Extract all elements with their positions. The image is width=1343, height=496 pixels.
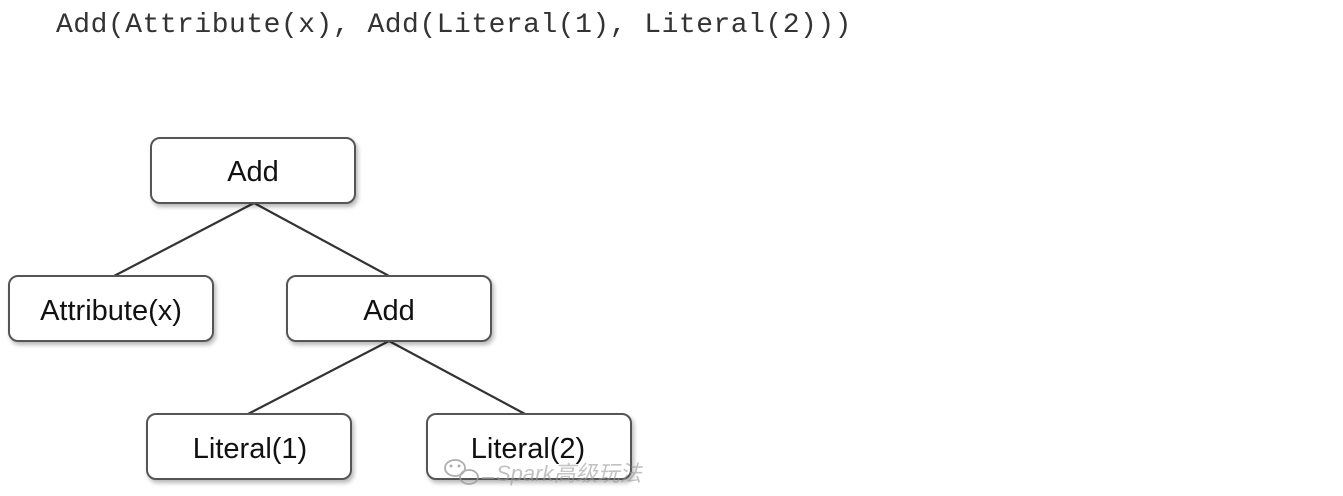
edge-add-to-literal-1 (247, 340, 390, 415)
tree-node-literal-1: Literal(1) (146, 413, 352, 480)
tree-node-attribute-label: Attribute(x) (40, 295, 182, 327)
tree-node-attribute: Attribute(x) (8, 275, 214, 342)
edge-root-to-attribute (113, 202, 255, 277)
tree-node-literal-1-label: Literal(1) (193, 433, 307, 465)
expression-text: Add(Attribute(x), Add(Literal(1), Litera… (56, 10, 852, 41)
edge-root-to-add (253, 202, 390, 277)
wechat-icon (444, 459, 479, 485)
edge-add-to-literal-2 (388, 340, 526, 415)
tree-node-add-label: Add (363, 295, 415, 327)
tree-node-add: Add (286, 275, 492, 342)
watermark: Spark高级玩法 (444, 459, 643, 486)
watermark-text: Spark高级玩法 (496, 461, 643, 486)
tree-node-root-label: Add (227, 156, 279, 188)
tree-node-root: Add (150, 137, 356, 204)
tree-node-literal-2-label: Literal(2) (471, 433, 585, 465)
tree-node-literal-2: Literal(2) (426, 413, 632, 480)
